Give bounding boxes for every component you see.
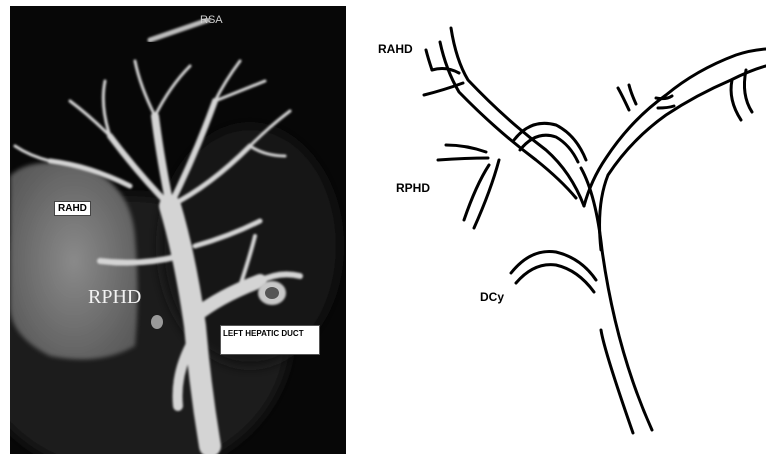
ur-branch-e [731, 80, 741, 120]
rphd-label-mri: RPHD [88, 286, 141, 309]
rahd-label-mri: RAHD [54, 201, 91, 216]
left-duct-lower-wall [600, 66, 766, 250]
common-duct-left-wall [581, 168, 652, 430]
left-duct-upper-wall [584, 49, 766, 206]
rahd-label: RAHD [378, 42, 413, 56]
rphd-branch-mid [438, 158, 488, 160]
biliary-schematic: RAHD RPHD DCy [356, 0, 766, 458]
left-hepatic-duct-label: LEFT HEPATIC DUCT [220, 325, 320, 355]
mrcp-rendering [10, 6, 346, 454]
schematic-drawing [356, 0, 766, 458]
ur-branch-b [629, 85, 636, 104]
ur-branch-a [618, 88, 629, 110]
duct-blob-center [265, 287, 279, 299]
rphd-label: RPHD [396, 181, 430, 195]
common-duct-lower-left [601, 330, 633, 433]
mrcp-image: RSA RAHD RPHD LEFT HEPATIC DUCT [10, 6, 346, 454]
dcy-label: DCy [480, 290, 504, 304]
ur-branch-f [744, 70, 752, 112]
rphd-branch-lower-a [464, 165, 489, 220]
rahd-duct-outer [451, 28, 584, 206]
rphd-branch-upper [446, 145, 486, 152]
rsa-label: RSA [200, 14, 223, 26]
dcy-duct-lower [516, 265, 594, 292]
rahd-branch-1c [426, 50, 432, 70]
small-nodule [151, 315, 163, 329]
ur-branch-d [658, 106, 674, 108]
rahd-branch-1a [432, 69, 459, 73]
arched-loop-inner [520, 135, 578, 162]
